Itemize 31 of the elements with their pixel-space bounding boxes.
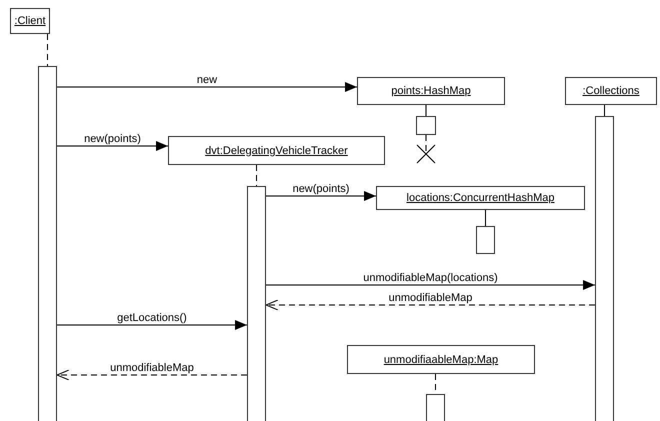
object-box: unmodifiaableMap:Map (347, 345, 535, 374)
message-arrow (266, 280, 596, 290)
message-arrow (266, 191, 376, 201)
edge-label: new(points) (83, 133, 142, 145)
lifeline (604, 104, 605, 116)
activation-bar (595, 116, 614, 421)
lifeline (47, 34, 48, 66)
message-arrow (56, 141, 168, 151)
message-arrow (56, 82, 358, 92)
activation-bar (416, 116, 436, 135)
edge-label: unmodifiableMap(locations) (362, 272, 499, 284)
edge-label: getLocations() (116, 312, 188, 324)
activation-bar (476, 226, 495, 254)
activation-bar (247, 186, 266, 421)
lifeline (256, 164, 257, 186)
edge-label: new(points) (292, 183, 350, 195)
activation-bar (38, 66, 57, 421)
destroy-mark (416, 144, 436, 164)
return-arrow (266, 300, 596, 310)
object-box: :Collections (565, 77, 657, 105)
return-arrow (56, 370, 248, 380)
object-box: points:HashMap (357, 77, 505, 105)
lifeline (485, 210, 486, 226)
activation-bar (426, 394, 445, 421)
edge-label: unmodifiableMap (388, 292, 474, 304)
object-box: :Client (10, 8, 50, 34)
object-box: locations:ConcurrentHashMap (376, 186, 585, 210)
edge-label: new (196, 74, 218, 86)
edge-label: unmodifiableMap (109, 362, 195, 374)
object-box: dvt:DelegatingVehicleTracker (168, 136, 385, 165)
message-arrow (56, 320, 248, 330)
